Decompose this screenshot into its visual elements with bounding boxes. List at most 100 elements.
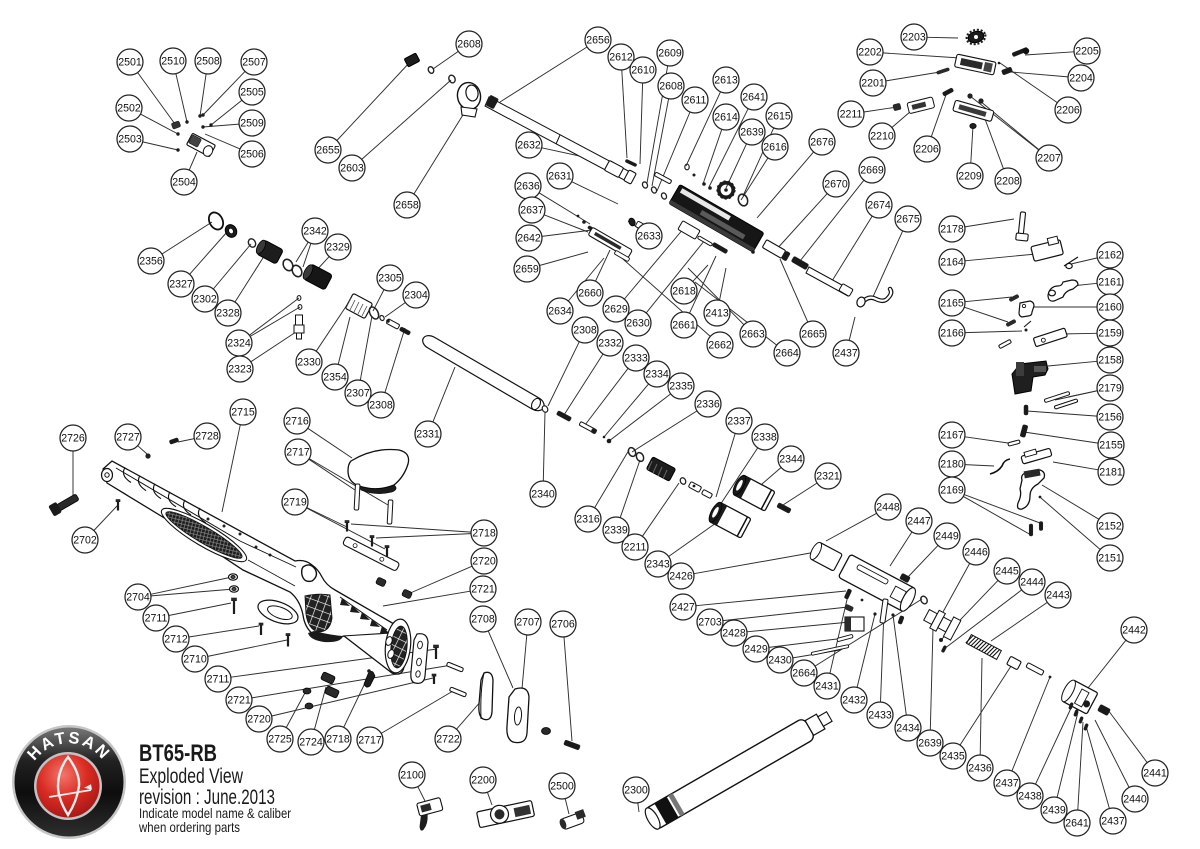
- svg-text:2437: 2437: [1101, 816, 1125, 828]
- svg-text:2151: 2151: [1098, 553, 1122, 565]
- svg-text:2449: 2449: [935, 531, 959, 543]
- svg-text:2204: 2204: [1069, 73, 1093, 85]
- svg-text:2160: 2160: [1098, 302, 1122, 314]
- svg-text:2502: 2502: [117, 103, 141, 115]
- svg-text:2206: 2206: [1056, 105, 1080, 117]
- svg-text:2308: 2308: [369, 400, 393, 412]
- svg-text:2664: 2664: [775, 348, 799, 360]
- svg-text:2335: 2335: [669, 381, 693, 393]
- svg-text:2207: 2207: [1037, 153, 1061, 165]
- svg-text:2211: 2211: [624, 542, 647, 554]
- svg-text:2332: 2332: [598, 338, 622, 350]
- svg-text:2712: 2712: [164, 634, 188, 646]
- svg-text:2725: 2725: [268, 734, 292, 746]
- svg-text:2639: 2639: [918, 738, 942, 750]
- svg-text:2441: 2441: [1143, 768, 1167, 780]
- svg-text:2431: 2431: [815, 681, 839, 693]
- svg-text:2608: 2608: [659, 81, 683, 93]
- svg-text:2715: 2715: [231, 407, 255, 419]
- svg-text:2438: 2438: [1018, 791, 1042, 803]
- svg-text:2445: 2445: [995, 566, 1019, 578]
- svg-text:2708: 2708: [471, 614, 495, 626]
- svg-text:2181: 2181: [1099, 467, 1123, 479]
- svg-text:2710: 2710: [183, 654, 207, 666]
- svg-text:2506: 2506: [240, 149, 264, 161]
- svg-text:2722: 2722: [436, 734, 460, 746]
- svg-text:2711: 2711: [207, 674, 230, 686]
- svg-text:2305: 2305: [378, 273, 402, 285]
- svg-text:2338: 2338: [753, 432, 777, 444]
- svg-text:2505: 2505: [240, 87, 264, 99]
- svg-text:2632: 2632: [517, 140, 541, 152]
- svg-text:2316: 2316: [576, 514, 600, 526]
- svg-text:2442: 2442: [1122, 625, 1146, 637]
- svg-text:2308: 2308: [573, 325, 597, 337]
- svg-text:2717: 2717: [286, 447, 310, 459]
- svg-text:2432: 2432: [842, 695, 866, 707]
- svg-text:2200: 2200: [471, 775, 495, 787]
- svg-text:revision : June.2013: revision : June.2013: [139, 785, 275, 809]
- svg-text:2436: 2436: [968, 763, 992, 775]
- svg-text:2342: 2342: [303, 226, 327, 238]
- svg-text:2636: 2636: [516, 181, 540, 193]
- svg-text:2669: 2669: [860, 165, 884, 177]
- svg-text:2727: 2727: [116, 432, 140, 444]
- svg-text:2665: 2665: [801, 329, 825, 341]
- svg-text:2718: 2718: [472, 528, 496, 540]
- svg-text:2609: 2609: [658, 48, 682, 60]
- svg-text:2633: 2633: [637, 231, 661, 243]
- svg-text:2618: 2618: [672, 286, 696, 298]
- svg-text:2439: 2439: [1042, 805, 1066, 817]
- svg-text:2616: 2616: [763, 142, 787, 154]
- svg-text:2158: 2158: [1098, 355, 1122, 367]
- svg-text:2717: 2717: [358, 735, 382, 747]
- svg-text:2437: 2437: [834, 348, 858, 360]
- svg-text:2718: 2718: [326, 734, 350, 746]
- svg-text:2304: 2304: [404, 290, 428, 302]
- svg-text:2336: 2336: [696, 399, 720, 411]
- svg-text:2663: 2663: [741, 329, 765, 341]
- svg-text:2167: 2167: [940, 430, 964, 442]
- svg-text:2724: 2724: [299, 737, 323, 749]
- svg-text:2413: 2413: [705, 308, 729, 320]
- svg-text:2202: 2202: [858, 47, 882, 59]
- svg-text:2720: 2720: [472, 556, 496, 568]
- svg-text:2337: 2337: [727, 416, 751, 428]
- svg-text:2641: 2641: [742, 92, 766, 104]
- svg-text:2656: 2656: [586, 35, 610, 47]
- svg-text:2333: 2333: [624, 353, 648, 365]
- svg-text:2721: 2721: [227, 695, 251, 707]
- svg-text:2205: 2205: [1075, 46, 1099, 58]
- svg-text:2164: 2164: [940, 257, 964, 269]
- svg-text:2630: 2630: [626, 318, 650, 330]
- svg-text:2427: 2427: [671, 602, 695, 614]
- svg-text:2165: 2165: [940, 298, 964, 310]
- svg-text:2430: 2430: [768, 655, 792, 667]
- svg-text:2356: 2356: [139, 256, 163, 268]
- svg-text:2504: 2504: [172, 177, 196, 189]
- svg-text:2719: 2719: [283, 497, 307, 509]
- svg-text:2501: 2501: [118, 57, 142, 69]
- svg-text:2721: 2721: [471, 584, 495, 596]
- svg-text:2321: 2321: [816, 471, 840, 483]
- svg-text:2330: 2330: [297, 357, 321, 369]
- svg-text:2344: 2344: [779, 454, 803, 466]
- svg-text:2662: 2662: [708, 340, 732, 352]
- svg-text:2323: 2323: [228, 364, 252, 376]
- svg-text:2642: 2642: [517, 233, 541, 245]
- svg-text:2707: 2707: [516, 617, 540, 629]
- svg-text:2603: 2603: [340, 163, 364, 175]
- svg-text:2161: 2161: [1098, 277, 1122, 289]
- svg-text:2670: 2670: [824, 179, 848, 191]
- svg-text:2631: 2631: [548, 171, 572, 183]
- svg-text:2509: 2509: [240, 118, 264, 130]
- svg-text:2611: 2611: [684, 95, 707, 107]
- svg-text:2660: 2660: [578, 288, 602, 300]
- svg-text:2211: 2211: [840, 109, 863, 121]
- svg-text:Indicate model name & caliber: Indicate model name & caliber: [139, 805, 291, 821]
- svg-text:2307: 2307: [346, 388, 370, 400]
- svg-text:2166: 2166: [940, 328, 964, 340]
- svg-text:2615: 2615: [767, 111, 791, 123]
- svg-text:2634: 2634: [548, 306, 572, 318]
- svg-text:2300: 2300: [624, 785, 648, 797]
